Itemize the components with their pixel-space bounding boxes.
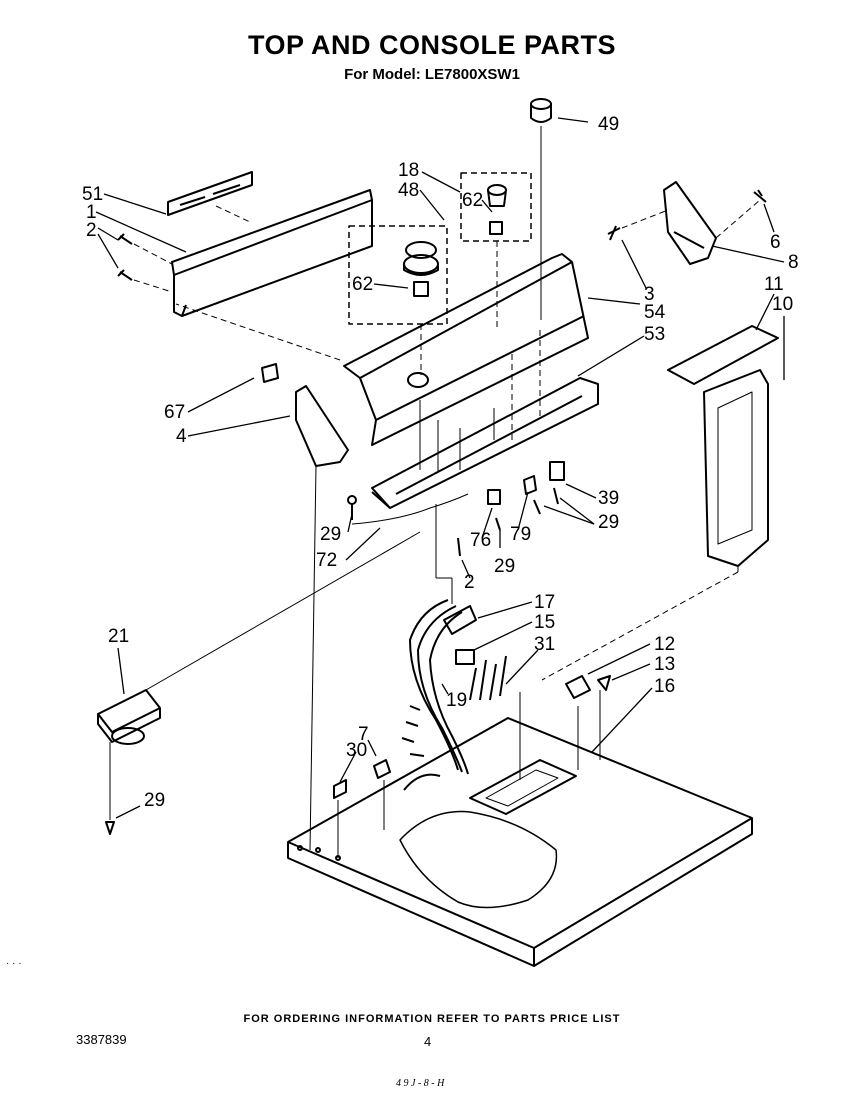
callout-3: 3	[644, 284, 655, 305]
panel-1-drawing	[167, 171, 373, 317]
top-16-drawing	[287, 690, 753, 967]
callout-54: 54	[644, 302, 666, 323]
callout-18: 18	[398, 160, 419, 181]
callout-29-center: 29	[494, 556, 515, 577]
bracket-53-drawing	[371, 330, 599, 509]
callout-29-right: 29	[598, 512, 619, 533]
callout-7: 7	[358, 724, 369, 745]
model-line: For Model: LE7800XSW1	[344, 66, 520, 83]
callout-4: 4	[176, 426, 187, 447]
callout-10: 10	[772, 294, 793, 315]
callout-12: 12	[654, 634, 675, 655]
callout-29-left: 29	[320, 524, 341, 545]
endcap-8-drawing	[607, 181, 767, 265]
callout-62-small: 62	[462, 190, 483, 211]
callout-67: 67	[164, 402, 185, 423]
leader-lines	[95, 117, 785, 819]
ordering-info: FOR ORDERING INFORMATION REFER TO PARTS …	[243, 1013, 621, 1025]
callout-62-large: 62	[352, 274, 373, 295]
callout-2-top: 2	[86, 220, 97, 241]
callout-17: 17	[534, 592, 555, 613]
screws-2-drawing	[117, 233, 173, 293]
switch-parts-drawing	[347, 461, 565, 557]
callout-72: 72	[316, 550, 337, 571]
callout-51: 51	[82, 184, 103, 205]
callout-76: 76	[470, 530, 491, 551]
callout-16: 16	[654, 676, 675, 697]
misc-parts-drawing	[333, 675, 611, 799]
callout-79: 79	[510, 524, 531, 545]
lint-screen-10-drawing	[541, 325, 779, 681]
callout-labels: 49 18 48 62 62 51 1 2 6 8 3 54 53 11 10 …	[82, 114, 799, 811]
margin-dots: · · ·	[6, 958, 22, 969]
exploded-parts-diagram: 49 18 48 62 62 51 1 2 6 8 3 54 53 11 10 …	[82, 98, 799, 967]
callout-6: 6	[770, 232, 781, 253]
callout-11: 11	[764, 274, 784, 295]
knob-49-drawing	[530, 98, 552, 320]
callout-49: 49	[598, 114, 619, 135]
callout-19: 19	[446, 690, 467, 711]
callout-2-center: 2	[464, 572, 475, 593]
console-54-drawing	[175, 253, 589, 446]
callout-53: 53	[644, 324, 665, 345]
callout-1: 1	[86, 202, 97, 223]
callout-31: 31	[534, 634, 555, 655]
page-title: TOP AND CONSOLE PARTS	[247, 30, 617, 60]
wire-harness-31-drawing	[401, 504, 507, 791]
endcap-4-drawing	[261, 363, 349, 851]
callout-15: 15	[534, 612, 555, 633]
timer-21-drawing	[97, 531, 421, 835]
callout-39: 39	[598, 488, 619, 509]
handwritten-note: 4 9 J - 8 - H	[396, 1078, 445, 1089]
knob-box-48-drawing	[348, 225, 448, 375]
callout-48: 48	[398, 180, 419, 201]
callout-21: 21	[108, 626, 129, 647]
page-number: 4	[424, 1034, 432, 1049]
callout-8: 8	[788, 252, 799, 273]
callout-30: 30	[346, 740, 367, 761]
document-number: 3387839	[76, 1032, 127, 1047]
callout-29-bottom: 29	[144, 790, 165, 811]
callout-13: 13	[654, 654, 675, 675]
